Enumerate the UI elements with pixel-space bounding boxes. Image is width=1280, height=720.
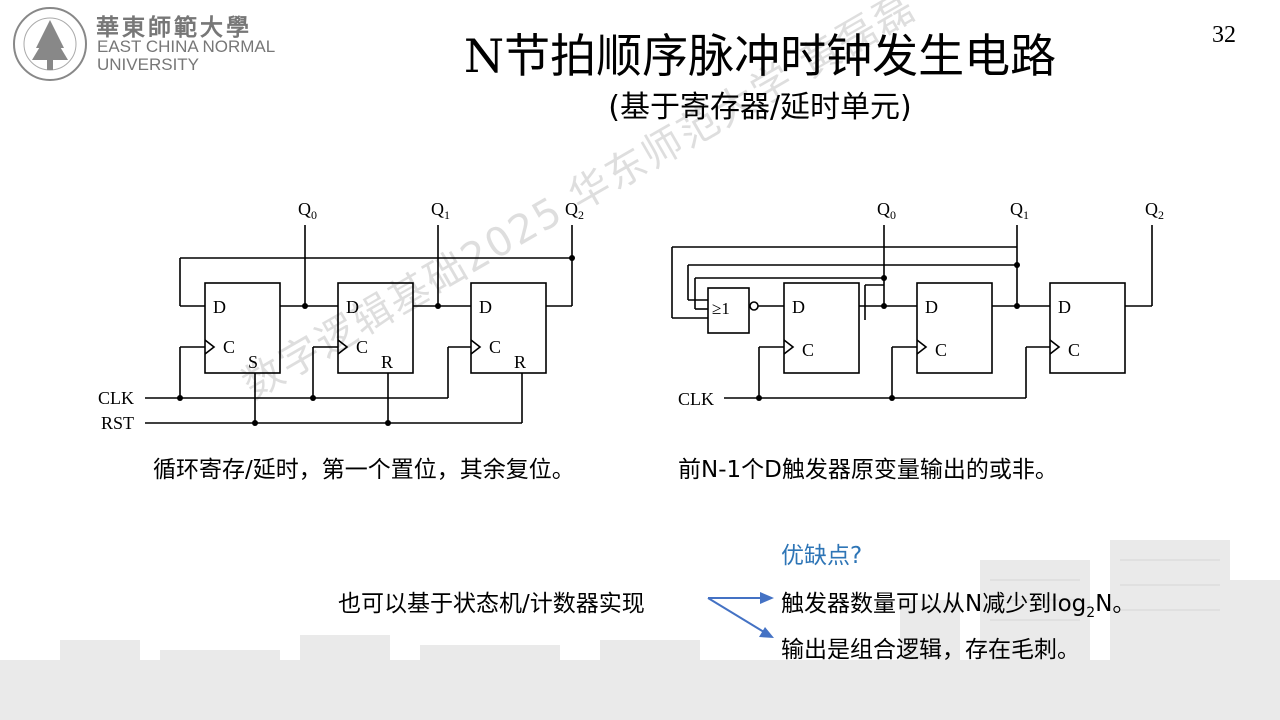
- c2-ff2-d: D: [1058, 297, 1071, 317]
- c1-rst-label: RST: [101, 413, 134, 433]
- c1-q1-label: Q1: [431, 199, 450, 222]
- title-container: N节拍顺序脉冲时钟发生电路: [330, 20, 1190, 86]
- flipflop-count-note: 触发器数量可以从N减少到log2N。: [781, 584, 1136, 621]
- ecnu-emblem-icon: [13, 7, 87, 81]
- c2-ff0: [783, 282, 860, 374]
- c1-q0-label: Q0: [298, 199, 317, 222]
- c1-ff0-d: D: [213, 297, 226, 317]
- c1-ff2-reset: R: [514, 352, 526, 372]
- log-subscript: 2: [1086, 605, 1096, 621]
- c2-ff0-c: C: [802, 340, 814, 360]
- c1-ff1-c: C: [356, 337, 368, 357]
- c1-ff2: [470, 282, 547, 374]
- c2-ff1-c: C: [935, 340, 947, 360]
- c2-clk-label: CLK: [678, 389, 714, 409]
- page-number: 32: [1212, 22, 1236, 48]
- c1-ff1-reset: R: [381, 352, 393, 372]
- c1-q2-label: Q2: [565, 199, 584, 222]
- c1-ff1: [337, 282, 414, 374]
- c2-ff1-d: D: [925, 297, 938, 317]
- pros-cons-question: 优缺点?: [781, 543, 863, 569]
- circuit1-caption: 循环寄存/延时，第一个置位，其余复位。: [153, 457, 575, 483]
- c1-ff0-c: C: [223, 337, 235, 357]
- logo-english-name: EAST CHINA NORMAL UNIVERSITY: [97, 38, 275, 74]
- circuit2-caption: 前N-1个D触发器原变量输出的或非。: [678, 457, 1058, 483]
- c1-ff0-set: S: [248, 352, 258, 372]
- c1-ff0: [204, 282, 281, 374]
- page-title: N节拍顺序脉冲时钟发生电路: [463, 29, 1057, 83]
- flipflop-count-suffix: N。: [1095, 591, 1136, 617]
- c2-nor-label: ≥1: [712, 299, 730, 318]
- c1-ff1-d: D: [346, 297, 359, 317]
- c2-q2-label: Q2: [1145, 199, 1164, 222]
- c2-q1-label: Q1: [1010, 199, 1029, 222]
- alternative-note: 也可以基于状态机/计数器实现: [338, 591, 645, 617]
- c2-nor-gate: [707, 287, 750, 334]
- c2-ff2-c: C: [1068, 340, 1080, 360]
- c1-ff2-c: C: [489, 337, 501, 357]
- logo-english-line2: UNIVERSITY: [97, 55, 200, 74]
- c1-clk-label: CLK: [98, 388, 134, 408]
- logo-english-line1: EAST CHINA NORMAL: [97, 37, 276, 56]
- c2-ff0-d: D: [792, 297, 805, 317]
- c2-q0-label: Q0: [877, 199, 896, 222]
- c2-ff1: [916, 282, 993, 374]
- page-subtitle: (基于寄存器/延时单元): [608, 90, 912, 125]
- logo-chinese-name: 華東師範大學: [96, 14, 252, 41]
- c2-ff2: [1049, 282, 1126, 374]
- c1-ff2-d: D: [479, 297, 492, 317]
- flipflop-count-text: 触发器数量可以从N减少到log: [781, 591, 1087, 617]
- glitch-note: 输出是组合逻辑，存在毛刺。: [781, 637, 1080, 663]
